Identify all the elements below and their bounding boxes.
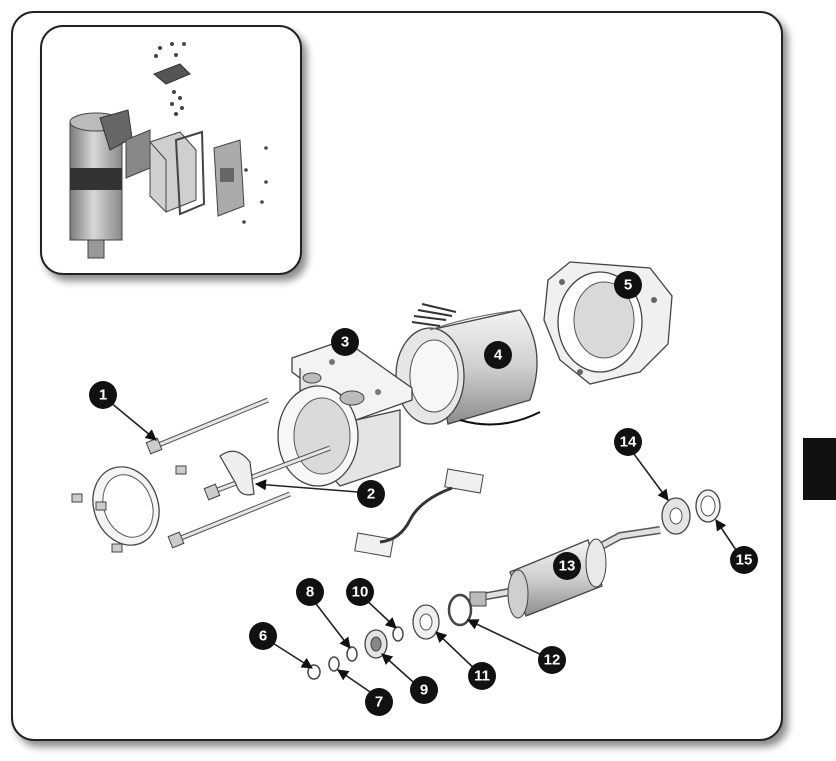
callout-10: 10 (346, 578, 374, 606)
svg-text:9: 9 (420, 682, 428, 699)
callout-badges: 1 2 3 4 5 6 7 8 9 10 11 12 13 14 15 (89, 271, 758, 716)
callout-6: 6 (249, 622, 277, 650)
part-9-bearing (364, 629, 388, 659)
inset-overview-panel (40, 25, 302, 275)
svg-text:4: 4 (494, 347, 503, 364)
part-4-stator (395, 303, 541, 426)
callout-5: 5 (614, 271, 642, 299)
svg-text:8: 8 (306, 584, 314, 601)
part-2-clip (219, 450, 255, 496)
inset-motor-image (69, 42, 268, 259)
svg-text:5: 5 (624, 277, 632, 294)
part-14-bearing (661, 497, 691, 535)
svg-text:1: 1 (99, 387, 107, 404)
svg-text:6: 6 (259, 628, 267, 645)
part-7-washer (328, 656, 340, 672)
callout-2: 2 (357, 480, 385, 508)
callout-13: 13 (553, 552, 581, 580)
part-11-washer (412, 604, 440, 640)
svg-text:15: 15 (736, 552, 753, 569)
callout-15: 15 (730, 546, 758, 574)
callout-3: 3 (331, 328, 359, 356)
part-15-washer (695, 489, 721, 523)
callout-12: 12 (538, 646, 566, 674)
svg-text:3: 3 (341, 334, 349, 351)
svg-text:11: 11 (474, 668, 490, 685)
callout-8: 8 (296, 578, 324, 606)
callout-4: 4 (484, 341, 512, 369)
section-tab-marker (803, 438, 836, 500)
part-10-washer (392, 626, 404, 642)
part-1-through-bolts (145, 397, 331, 549)
end-plate (71, 465, 187, 553)
svg-text:2: 2 (367, 486, 375, 503)
part-8-washer (346, 646, 358, 662)
part-12-retaining-ring (447, 593, 473, 627)
svg-text:12: 12 (544, 652, 561, 669)
callout-1: 1 (89, 381, 117, 409)
part-5-end-bell (543, 261, 673, 385)
callout-11: 11 (468, 662, 496, 690)
svg-text:10: 10 (352, 584, 369, 601)
svg-text:14: 14 (620, 434, 637, 451)
callout-7: 7 (365, 688, 393, 716)
wire-harness (354, 468, 484, 558)
svg-text:13: 13 (559, 558, 576, 575)
svg-text:7: 7 (375, 694, 383, 711)
callout-9: 9 (410, 676, 438, 704)
callout-14: 14 (614, 428, 642, 456)
